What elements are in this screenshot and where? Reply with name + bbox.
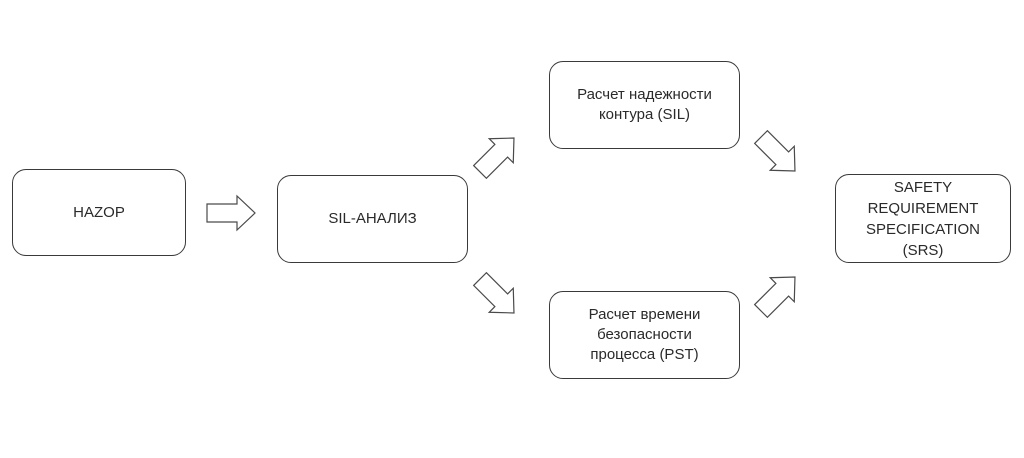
- node-safety-requirement-specification: SAFETY REQUIREMENT SPECIFICATION (SRS): [835, 174, 1011, 263]
- arrow-sil-to-pst: [472, 271, 515, 314]
- arrow-reliability-to-srs: [753, 129, 796, 172]
- arrow-hazop-to-sil: [206, 194, 256, 232]
- node-process-safety-time-calculation: Расчет времени безопасности процесса (PS…: [549, 291, 740, 379]
- node-hazop: HAZOP: [12, 169, 186, 256]
- node-safety-requirement-specification-label: SAFETY REQUIREMENT SPECIFICATION (SRS): [866, 178, 980, 259]
- node-sil-analysis-label: SIL-АНАЛИЗ: [328, 210, 417, 227]
- node-process-safety-time-calculation-label: Расчет времени безопасности процесса (PS…: [588, 306, 701, 363]
- arrow-sil-to-reliability: [472, 137, 515, 180]
- node-hazop-label: HAZOP: [73, 203, 125, 221]
- node-loop-reliability-calculation-label: Расчет надежности контура (SIL): [577, 86, 712, 123]
- node-loop-reliability-calculation: Расчет надежности контура (SIL): [549, 61, 740, 149]
- arrow-pst-to-srs: [753, 276, 796, 319]
- node-sil-analysis: SIL-АНАЛИЗ: [277, 175, 468, 263]
